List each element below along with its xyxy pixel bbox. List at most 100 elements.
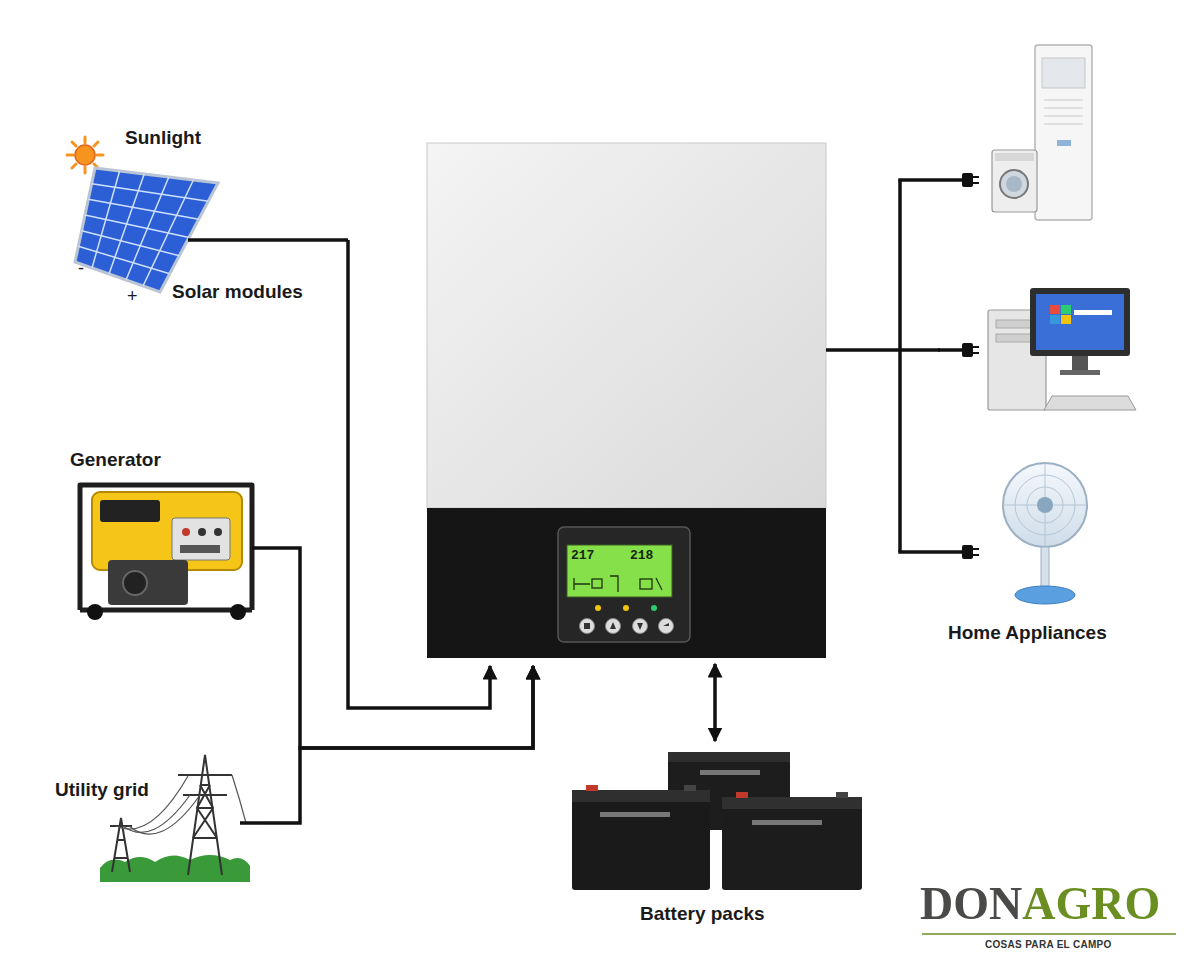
- inverter-body: [606, 619, 621, 634]
- power-tower: [123, 795, 190, 832]
- appliance-wiring: [938, 348, 963, 352]
- battery-icon: [668, 752, 790, 762]
- inverter-body: [584, 623, 590, 629]
- air-conditioner: [1035, 45, 1092, 220]
- power-wire: [260, 548, 533, 748]
- node-label: Utility grid: [55, 779, 149, 801]
- battery-icon: [586, 785, 598, 791]
- air-conditioner: [1035, 45, 1092, 220]
- air-conditioner: [1044, 100, 1083, 101]
- generator-icon: [80, 485, 252, 610]
- brand-tagline: COSAS PARA EL CAMPO: [985, 939, 1112, 950]
- plug-icon: [973, 176, 979, 178]
- solar-panel: [88, 199, 198, 219]
- generator-icon: [100, 500, 160, 522]
- appliance-group: Home Appliances: [940, 40, 1160, 655]
- plug-icon: [973, 352, 979, 354]
- power-wire: [262, 666, 533, 823]
- generator-icon: [182, 528, 190, 536]
- computer-icon: [1061, 315, 1071, 324]
- battery-icon: [722, 797, 862, 809]
- washing-machine: [995, 153, 1034, 161]
- sun-icon: [67, 154, 73, 157]
- appliance-wiring: [898, 550, 963, 554]
- battery-icon: [600, 812, 670, 817]
- computer-icon: [1050, 305, 1060, 314]
- power-tower: [110, 825, 132, 827]
- computer-icon: [1030, 288, 1130, 356]
- power-tower: [114, 840, 128, 858]
- computer-icon: [1074, 310, 1112, 315]
- generator-icon: [180, 545, 220, 553]
- solar-panel: [92, 184, 209, 202]
- washing-machine: [992, 150, 1037, 212]
- power-wire: [826, 348, 940, 352]
- fan-icon: [1003, 463, 1087, 547]
- inverter-body: [584, 622, 669, 630]
- power-wire: [348, 240, 490, 708]
- fan-icon: [1003, 463, 1087, 604]
- inverter-body: [595, 605, 601, 611]
- brand-watermark: DONAGRO: [920, 879, 1160, 930]
- inverter-body: [633, 619, 648, 634]
- plug-icon: [962, 545, 973, 559]
- polarity-sign: +: [127, 287, 138, 307]
- power-tower: [100, 855, 250, 882]
- plug-icon: [973, 548, 979, 550]
- power-tower: [232, 775, 246, 823]
- air-conditioner: [1044, 108, 1083, 109]
- battery-icon: [700, 770, 760, 775]
- sun-icon: [84, 137, 87, 143]
- lcd-reading: 217: [571, 549, 594, 564]
- connector-layer: [260, 240, 940, 823]
- solar-panel: [188, 238, 348, 242]
- generator-icon: [198, 528, 206, 536]
- computer-icon: [1036, 294, 1124, 350]
- generator-icon: [108, 560, 188, 605]
- inverter-body: [640, 579, 652, 589]
- solar-panel: [78, 246, 169, 273]
- inverter-body: [659, 619, 674, 634]
- inverter-body: [637, 623, 643, 630]
- inverter-body: [580, 619, 674, 634]
- computer-icon: [1050, 315, 1060, 324]
- sun-icon: [72, 164, 76, 168]
- generator-icon: [80, 485, 252, 610]
- inverter-body: [580, 619, 595, 634]
- computer-icon: [1072, 356, 1088, 370]
- inverter-body: [427, 143, 826, 658]
- inverter-body: [610, 576, 618, 592]
- generator-icon: [92, 492, 242, 570]
- hybrid-inverter: 217218: [427, 143, 826, 658]
- inverter-body: [567, 545, 672, 597]
- battery-icon: [752, 820, 822, 825]
- inverter-body: [623, 605, 629, 611]
- appliance-wiring: [898, 180, 902, 552]
- brand-rule: [922, 934, 1176, 935]
- generator-icon: [214, 528, 222, 536]
- sun-icon: [84, 167, 87, 173]
- inverter-body: [427, 143, 826, 508]
- power-tower: [110, 755, 232, 875]
- inverter-body: [651, 605, 657, 611]
- node-label: Solar modules: [172, 281, 303, 303]
- generator-icon: [230, 604, 246, 620]
- battery-icon: [572, 790, 710, 802]
- washing-machine: [1006, 176, 1022, 192]
- solar-panel: [75, 168, 218, 292]
- plug-icon: [973, 346, 979, 348]
- plug-icon: [973, 182, 979, 184]
- inverter-body: [610, 622, 616, 629]
- inverter-body: [427, 508, 826, 658]
- fan-icon: [1037, 497, 1053, 513]
- power-tower: [129, 795, 200, 834]
- battery-icon: [836, 792, 848, 798]
- power-tower: [188, 755, 222, 875]
- plug-icon: [962, 173, 979, 559]
- inverter-body: [574, 576, 662, 592]
- battery-icon: [722, 797, 862, 890]
- inverter-body: [558, 527, 690, 642]
- plug-icon: [962, 173, 973, 187]
- grid-source: Utility grid: [50, 745, 262, 885]
- generator-icon: [87, 604, 103, 620]
